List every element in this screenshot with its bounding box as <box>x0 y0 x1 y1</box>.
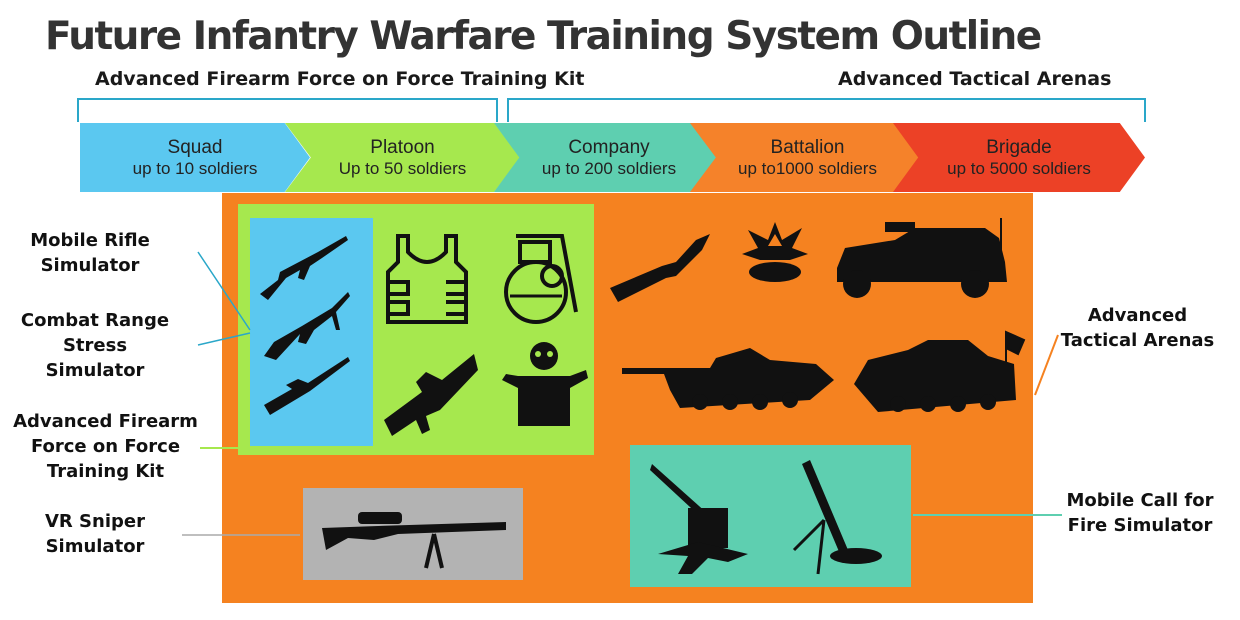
armored-vehicle-icon <box>837 218 1007 298</box>
grenade-icon <box>504 234 578 324</box>
stage-name: Squad <box>167 136 223 158</box>
landmine-explosion-icon <box>742 222 808 282</box>
stage-name: Brigade <box>986 136 1052 158</box>
page-title: Future Infantry Warfare Training System … <box>45 14 1042 59</box>
label-arenas: Advanced Tactical Arenas <box>1060 305 1215 351</box>
stage-name: Platoon <box>370 136 435 158</box>
machine-gun-icon <box>264 292 350 360</box>
rpg-icon <box>610 234 710 302</box>
stage-capacity: Up to 50 soldiers <box>338 158 467 178</box>
stage-capacity: up to1000 soldiers <box>738 158 877 178</box>
bracket-left <box>77 98 498 122</box>
infantry-fighting-vehicle-icon <box>854 330 1026 412</box>
stage-capacity: up to 200 soldiers <box>541 158 677 178</box>
body-armor-icon <box>386 234 468 324</box>
mortar-icon <box>792 460 882 575</box>
howitzer-icon <box>650 464 748 574</box>
suicide-bomber-icon <box>502 342 588 426</box>
label-combat-range: Combat Range Stress Simulator <box>20 310 170 381</box>
assault-rifle-icon <box>260 236 348 300</box>
stage-name: Company <box>568 136 650 158</box>
header-afof: Advanced Firearm Force on Force Training… <box>95 68 585 90</box>
label-mobile-rifle: Mobile Rifle Simulator <box>30 230 150 276</box>
bolt-action-sniper-icon <box>322 512 506 569</box>
stage-capacity: up to 5000 soldiers <box>947 158 1091 178</box>
label-afof-kit: Advanced Firearm Force on Force Training… <box>13 411 198 482</box>
stage-capacity: up to 10 soldiers <box>132 158 258 178</box>
bracket-right <box>507 98 1146 122</box>
header-arenas: Advanced Tactical Arenas <box>838 68 1112 90</box>
main-battle-tank-icon <box>622 348 834 410</box>
label-call-for-fire: Mobile Call for Fire Simulator <box>1066 490 1214 536</box>
grenade-launcher-icon <box>384 354 478 436</box>
label-vr-sniper: VR Sniper Simulator <box>45 511 145 557</box>
sniper-rifle-icon <box>264 357 350 415</box>
stage-name: Battalion <box>770 136 845 158</box>
